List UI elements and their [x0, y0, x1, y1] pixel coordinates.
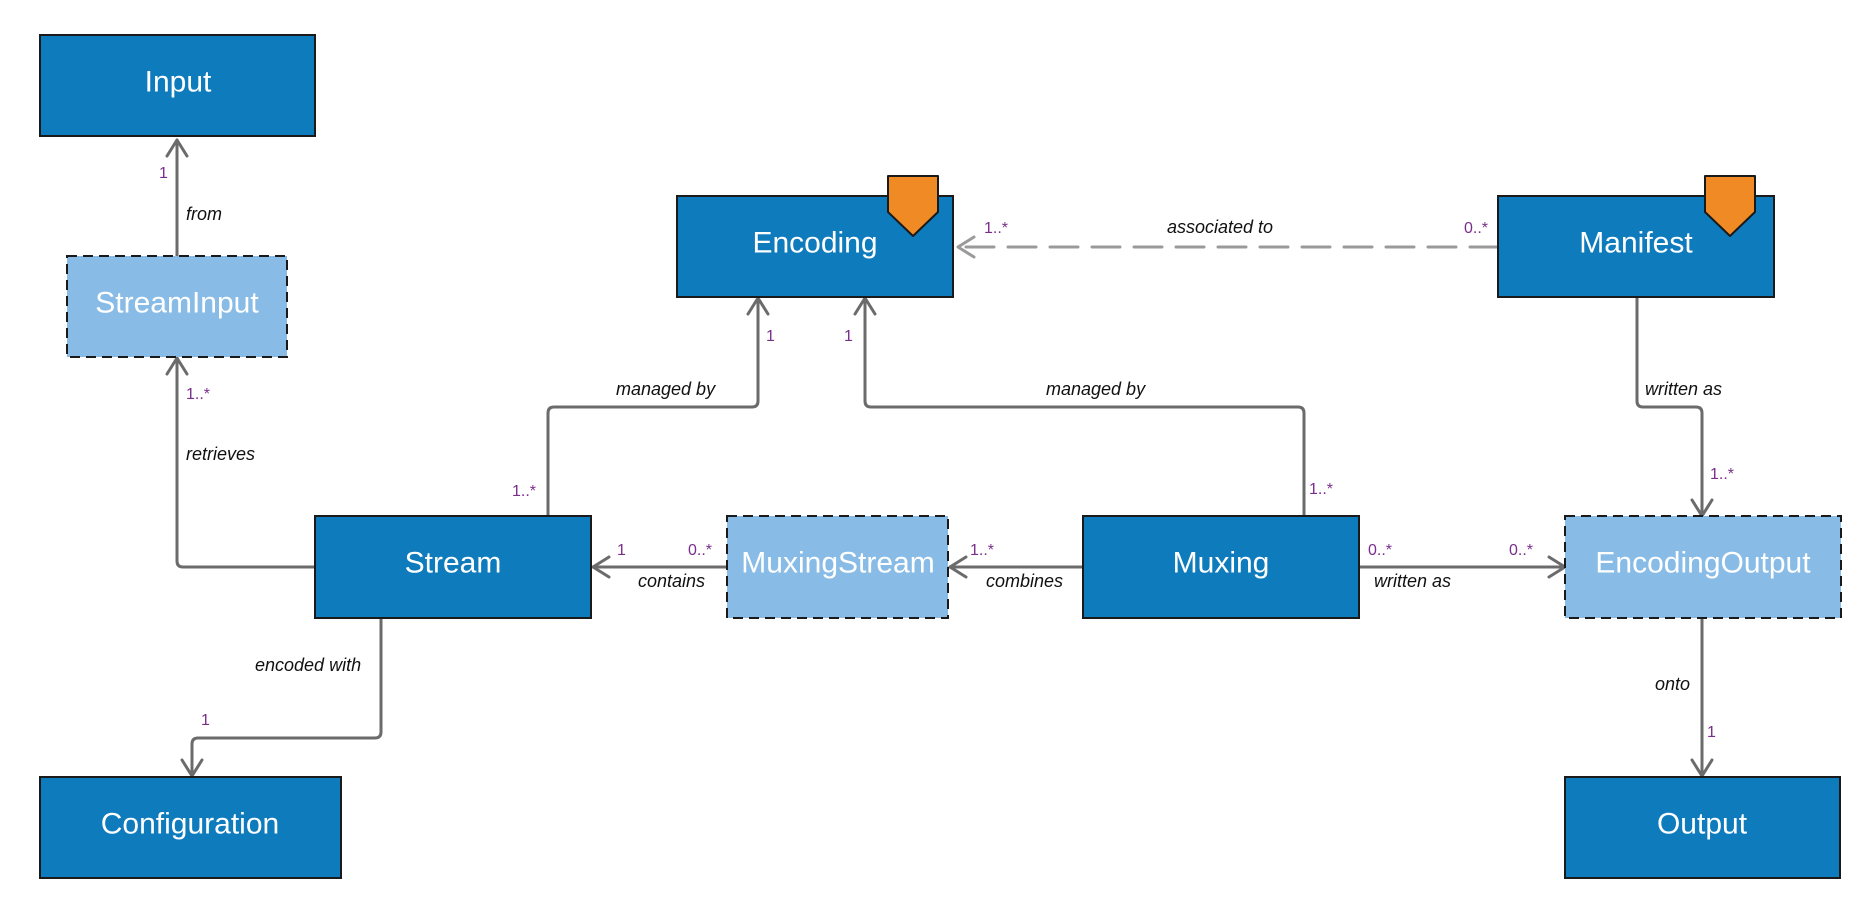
mult-output: 1 [1707, 724, 1716, 741]
arrowhead-muxing-stream [948, 555, 968, 579]
stream-box[interactable] [314, 515, 592, 619]
edge-label-muxing-written-as: written as [1374, 571, 1451, 591]
mult-stream-managed: 1..* [512, 483, 536, 500]
edge-muxing-managed-by [863, 296, 1306, 518]
edge-retrieves [175, 356, 317, 569]
encoding-label: Encoding [752, 227, 877, 260]
mult-configuration: 1 [201, 712, 210, 729]
edge-encoded-with [190, 616, 383, 778]
edge-label-retrieves: retrieves [186, 444, 255, 464]
edge-label-from: from [186, 204, 222, 224]
mult-stream-input: 1..* [186, 386, 210, 403]
mult-encoding-from-muxing: 1 [844, 328, 853, 345]
encoding-marker-icon [887, 175, 939, 237]
arrowhead-stream [591, 555, 611, 579]
edge-manifest-written-as [1635, 295, 1704, 518]
mult-encoding-output-manifest: 1..* [1710, 466, 1734, 483]
mult-encoding-output-muxing: 0..* [1509, 542, 1533, 559]
manifest-marker-icon [1704, 175, 1756, 237]
mult-muxing-managed: 1..* [1309, 481, 1333, 498]
edge-label-muxing-managed-by: managed by [1046, 379, 1146, 399]
edge-label-manifest-written-as: written as [1645, 379, 1722, 399]
configuration-label: Configuration [101, 808, 279, 841]
mult-encoding-from-stream: 1 [766, 328, 775, 345]
manifest-label: Manifest [1579, 227, 1693, 260]
edge-label-onto: onto [1655, 674, 1690, 694]
mult-muxing-stream-combines: 1..* [970, 542, 994, 559]
mult-muxing-stream-contains: 0..* [688, 542, 712, 559]
arrowhead-stream-input [165, 356, 189, 376]
stream-input-box[interactable] [66, 255, 288, 358]
edge-label-encoded-with: encoded with [255, 655, 361, 675]
output-label: Output [1657, 808, 1748, 841]
stream-input-label: StreamInput [95, 287, 259, 320]
muxing-box[interactable] [1082, 515, 1360, 619]
muxing-stream-label: MuxingStream [741, 547, 934, 580]
output-box[interactable] [1564, 776, 1841, 879]
muxing-label: Muxing [1173, 547, 1270, 580]
edge-label-associated-to: associated to [1167, 217, 1273, 237]
input-box[interactable] [39, 34, 316, 137]
arrowhead-encoding-dashed [956, 235, 976, 259]
configuration-box[interactable] [39, 776, 342, 879]
encoding-output-label: EncodingOutput [1595, 547, 1811, 580]
edge-label-contains: contains [638, 571, 705, 591]
encoding-output-box[interactable] [1564, 515, 1842, 619]
mult-muxing-written-as: 0..* [1368, 542, 1392, 559]
muxing-stream-box[interactable] [726, 515, 949, 619]
edge-label-stream-managed-by: managed by [616, 379, 716, 399]
mult-input: 1 [159, 165, 168, 182]
mult-manifest-associated: 0..* [1464, 220, 1488, 237]
mult-stream-contains: 1 [617, 542, 626, 559]
mult-encoding-associated: 1..* [984, 220, 1008, 237]
input-label: Input [145, 66, 212, 99]
edge-label-combines: combines [986, 571, 1063, 591]
edge-stream-managed-by [546, 296, 760, 518]
stream-label: Stream [405, 547, 502, 580]
arrowhead-input [165, 138, 189, 158]
